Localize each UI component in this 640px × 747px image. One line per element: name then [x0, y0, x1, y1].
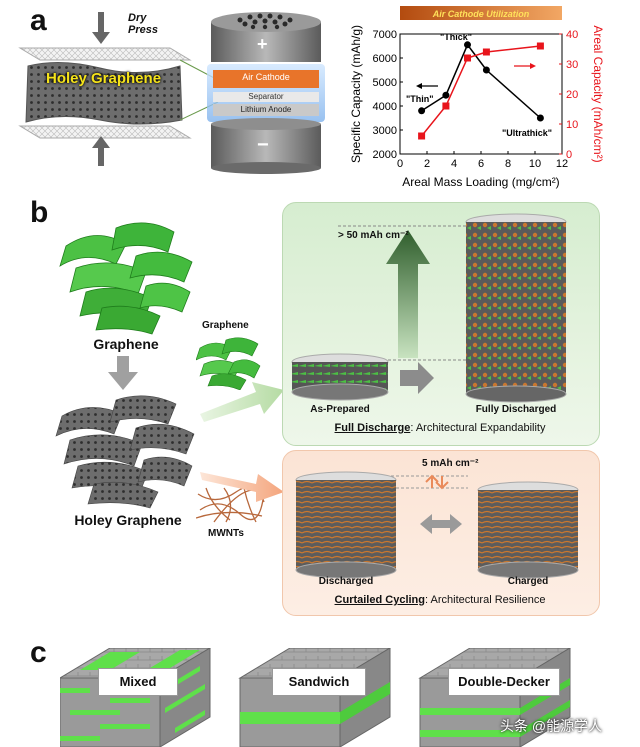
- y-left-tick-label: 4000: [373, 101, 397, 113]
- series-point-square: [418, 132, 426, 140]
- x-tick-label: 2: [424, 158, 430, 170]
- series-point-circle: [442, 91, 450, 99]
- discharged-label: Discharged: [318, 576, 374, 587]
- green-capacity-label: > 50 mAh cm⁻²: [338, 230, 409, 241]
- y-left-tick-label: 3000: [373, 125, 397, 137]
- right-axis-arrow-head: [530, 63, 536, 69]
- series-point-square: [464, 54, 471, 62]
- series-point-circle: [482, 66, 490, 74]
- graphene-title: Graphene: [93, 336, 159, 352]
- annotation-ultrathick: "Ultrathick": [502, 128, 552, 138]
- panel-a-letter: a: [30, 4, 47, 37]
- holey-graphene-label: Holey Graphene: [46, 70, 162, 87]
- y-right-axis-label: Areal Capacity (mAh/cm²): [591, 25, 605, 162]
- holey-graphene-press-illustration: [18, 12, 192, 166]
- x-tick-label: 0: [397, 158, 403, 170]
- series-point-square: [482, 48, 490, 56]
- x-tick-label: 10: [529, 158, 541, 170]
- panel-c-letter: c: [30, 636, 47, 669]
- y-right-tick-label: 40: [566, 29, 578, 41]
- y-right-tick-label: 30: [566, 59, 578, 71]
- curtailed-cycling-caption: Curtailed Cycling: Architectural Resilie…: [282, 594, 598, 606]
- y-left-tick-label: 5000: [373, 77, 397, 89]
- x-tick-label: 12: [556, 158, 568, 170]
- graphene-small-label: Graphene: [202, 320, 249, 331]
- double-decker-label: Double-Decker: [448, 668, 560, 696]
- mixed-label: Mixed: [98, 668, 178, 696]
- annotation-thick: "Thick": [440, 32, 472, 42]
- curtailed-cycling-illustration: [295, 471, 579, 579]
- mwnts-label: MWNTs: [208, 528, 244, 539]
- y-right-tick-label: 0: [566, 149, 572, 161]
- y-left-tick-label: 7000: [373, 29, 397, 41]
- graphene-flakes-small-illustration: [196, 337, 261, 390]
- orange-capacity-label: 5 mAh cm⁻²: [422, 458, 479, 469]
- cell-plus-sign: +: [257, 34, 268, 54]
- green-arrow-icon: [200, 382, 284, 422]
- full-discharge-caption: Full Discharge: Architectural Expandabil…: [282, 422, 598, 434]
- battery-cell: + Air Cathode Separator Lithium Anode −: [205, 8, 327, 176]
- left-axis-arrow-head: [416, 83, 422, 89]
- series-point-square: [536, 42, 544, 50]
- series-point-circle: [536, 114, 544, 122]
- y-right-tick-label: 20: [566, 89, 578, 101]
- sandwich-label: Sandwich: [272, 668, 366, 696]
- chart-title-bar: [400, 6, 562, 20]
- full-discharge-caption-bold: Full Discharge: [334, 422, 411, 434]
- as-prepared-label: As-Prepared: [310, 404, 370, 415]
- mixed-block: [60, 648, 211, 747]
- air-cathode-label: Air Cathode: [242, 72, 290, 82]
- curtailed-cycling-caption-bold: Curtailed Cycling: [334, 594, 425, 606]
- x-tick-label: 8: [505, 158, 511, 170]
- y-left-tick-label: 2000: [373, 149, 397, 161]
- separator-label: Separator: [248, 92, 284, 101]
- x-tick-label: 6: [478, 158, 484, 170]
- y-left-tick-label: 6000: [373, 53, 397, 65]
- x-axis-label: Areal Mass Loading (mg/cm²): [402, 175, 559, 189]
- series-line-left: [421, 43, 541, 119]
- chart-title: Air Cathode Utilization: [432, 9, 530, 19]
- series-point-circle: [418, 107, 426, 115]
- annotation-thin: "Thin": [406, 94, 434, 104]
- x-tick-label: 4: [451, 158, 457, 170]
- full-discharge-caption-rest: : Architectural Expandability: [410, 422, 546, 434]
- y-left-axis-label: Specific Capacity (mAh/g): [349, 25, 363, 163]
- holey-graphene-stack-illustration: [55, 395, 195, 509]
- graphene-stack-illustration: [59, 222, 193, 335]
- orange-arrow-icon: [200, 472, 284, 502]
- y-right-tick-label: 10: [566, 119, 578, 131]
- charged-label: Charged: [507, 576, 549, 587]
- holey-graphene-title: Holey Graphene: [74, 512, 182, 528]
- curtailed-cycling-caption-rest: : Architectural Resilience: [425, 594, 546, 606]
- series-line-right: [421, 45, 541, 137]
- series-point-square: [442, 102, 450, 110]
- panel-b-letter: b: [30, 196, 49, 229]
- sandwich-block: [238, 648, 391, 747]
- fully-discharged-label: Fully Discharged: [475, 404, 557, 415]
- full-discharge-illustration: [291, 213, 567, 403]
- watermark-text: 头条 @能源学人: [500, 718, 603, 734]
- series-point-circle: [464, 41, 471, 49]
- dry-press-label: Dry Press: [128, 12, 158, 36]
- cell-minus-sign: −: [257, 134, 269, 156]
- down-arrow-icon: [108, 356, 138, 390]
- capacity-chart: Air Cathode Utilization 0 2 4 6 8 10 12 2000 3000…: [349, 6, 605, 189]
- lithium-anode-label: Lithium Anode: [240, 105, 292, 114]
